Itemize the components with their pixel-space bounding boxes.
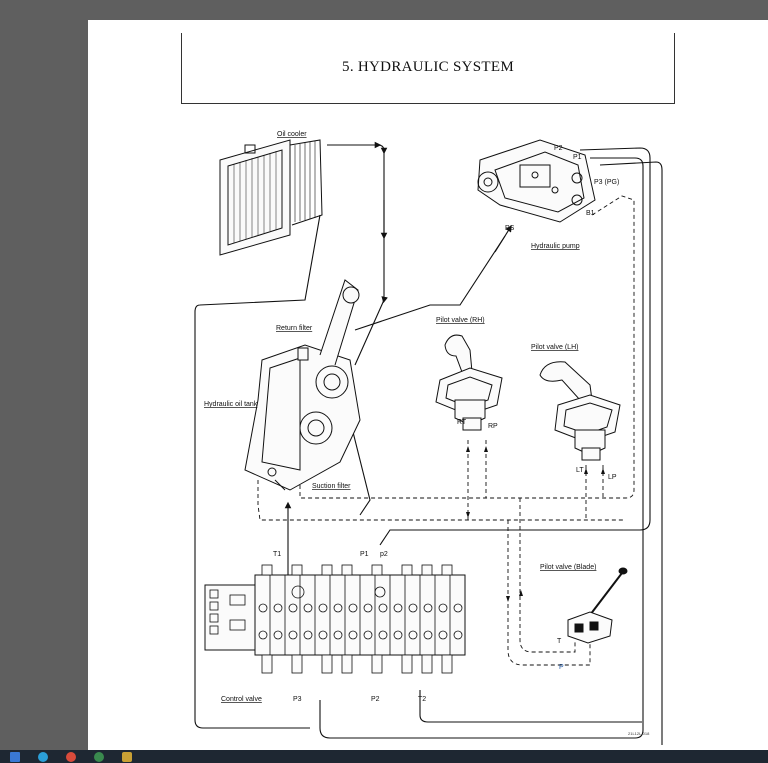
pilot-valve-rh-label: Pilot valve (RH) [436,317,485,324]
hydraulic-oil-tank-label: Hydraulic oil tank [204,401,258,408]
viewer-top-margin [88,0,768,20]
port-p-blade: P [559,664,564,671]
port-p2-cv: P2 [371,696,380,703]
port-rp: RP [488,423,498,430]
explorer-icon[interactable] [94,752,104,762]
port-p1-pump: P1 [573,154,582,161]
title-box: 5. HYDRAULIC SYSTEM [181,33,675,104]
control-valve-label: Control valve [221,696,262,703]
port-p3-cv: P3 [293,696,302,703]
page-title: 5. HYDRAULIC SYSTEM [342,59,514,75]
port-t1: T1 [273,551,281,558]
port-rt: RT [457,419,467,426]
port-t2: T2 [418,696,426,703]
oil-cooler-label: Oil cooler [277,131,307,138]
viewer-left-margin [0,0,88,750]
port-p1-cv: P1 [360,551,369,558]
chrome-icon[interactable] [66,752,76,762]
windows-icon[interactable] [10,752,20,762]
oil-cooler-icon [219,139,323,256]
taskbar [0,750,768,763]
pilot-arrows [466,446,605,602]
main-lines [194,141,663,745]
figure-code: 21L12L-018 [628,731,650,736]
pilot-lines [257,195,635,666]
edge-icon[interactable] [38,752,48,762]
pdf-icon[interactable] [122,752,132,762]
pilot-valve-blade-icon [567,567,628,644]
hydraulic-pump-label: Hydraulic pump [531,243,580,250]
port-lp: LP [608,474,617,481]
control-valve-icon [204,564,466,674]
port-p2-cv-small: p2 [380,551,388,558]
pilot-valve-rh-icon [435,334,503,431]
port-ps: PS [505,225,515,232]
port-p3-pg: P3 (PG) [594,179,619,186]
hydraulic-pump-icon [477,139,596,223]
pilot-valve-lh-icon [539,361,621,461]
port-p2-pump: P2 [554,145,563,152]
port-t-blade: T [557,638,562,645]
return-filter-label: Return filter [276,325,313,332]
suction-filter-label: Suction filter [312,483,351,490]
port-lt: LT [576,467,584,474]
port-b1: B1 [586,210,595,217]
hydraulic-oil-tank-icon [244,279,361,491]
pilot-valve-blade-label: Pilot valve (Blade) [540,564,596,571]
pilot-valve-lh-label: Pilot valve (LH) [531,344,578,351]
